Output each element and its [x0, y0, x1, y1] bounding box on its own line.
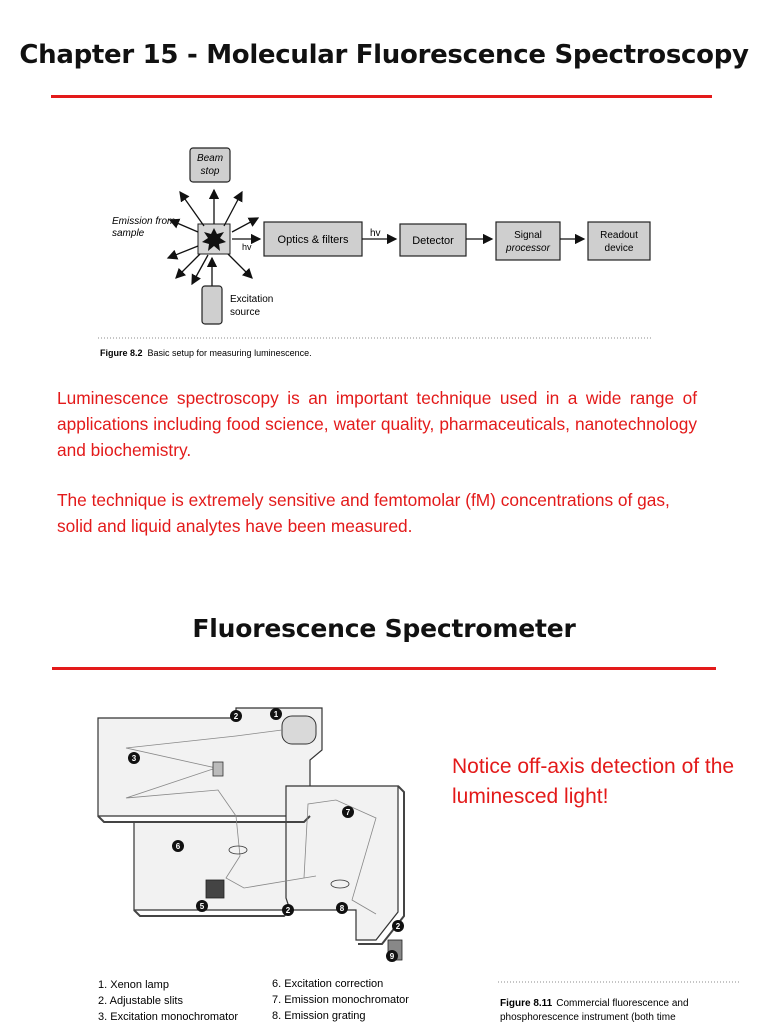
- legend-left-1: 1. Xenon lamp: [98, 979, 169, 991]
- off-axis-note: Notice off-axis detection of the lumines…: [452, 755, 735, 808]
- spectrometer-diagram: 1 2 3 6 5 2 7 8 2 9 1. Xenon lamp 2. Adj…: [97, 707, 740, 1023]
- legend-left-2: 2. Adjustable slits: [98, 995, 183, 1007]
- callout-5: [196, 900, 208, 912]
- signal-label-2: processor: [505, 243, 551, 254]
- signal-label-1: Signal: [514, 230, 542, 241]
- figure-caption-label: Figure 8.2: [100, 348, 143, 358]
- mirror: [212, 761, 224, 777]
- hv-label: hv: [370, 228, 381, 239]
- figure-caption-2-label: Figure 8.11: [500, 998, 553, 1009]
- readout-device-box: [587, 221, 651, 261]
- beam-stop-box: [189, 147, 231, 183]
- callout-2-top: [230, 710, 242, 722]
- sensitivity-paragraph: The technique is extremely sensitive and…: [57, 490, 670, 536]
- callout-6-label: 6: [176, 842, 181, 851]
- beam-stop-label-1: Beam: [197, 153, 223, 164]
- callout-3-label: 3: [132, 754, 137, 763]
- callout-1: [270, 708, 282, 720]
- title-underline-2: [52, 667, 716, 670]
- callout-9-label: 9: [390, 952, 395, 961]
- callout-3: [128, 752, 140, 764]
- callout-2-mid-label: 2: [286, 906, 291, 915]
- callout-7-label: 7: [346, 808, 351, 817]
- lens: [228, 845, 248, 855]
- emission-label-2: sample: [112, 228, 145, 239]
- callout-5-label: 5: [200, 902, 205, 911]
- luminescence-setup-figure: Beam stop Emission from sample hv Optics…: [92, 128, 686, 378]
- callout-1-label: 1: [274, 710, 279, 719]
- spectrometer-figure: 1 2 3 6 5 2 7 8 2 9 1. Xenon lamp 2. Adj…: [86, 688, 754, 1024]
- callout-2-mid: [282, 904, 294, 916]
- readout-label-2: device: [605, 243, 634, 254]
- sample-cell: [205, 879, 225, 899]
- callout-2-top-label: 2: [234, 712, 239, 721]
- component-legend: 1. Xenon lamp 2. Adjustable slits 3. Exc…: [98, 978, 409, 1023]
- callout-7: [342, 806, 354, 818]
- luminescence-diagram: Beam stop Emission from sample hv Optics…: [98, 147, 652, 358]
- callout-9: [386, 950, 398, 962]
- callout-2-bottom-label: 2: [396, 922, 401, 931]
- instrument-housing: [97, 707, 399, 941]
- emission-lens: [330, 879, 350, 889]
- slide-title: Chapter 15 - Molecular Fluorescence Spec…: [19, 40, 749, 70]
- figure-caption-2-line1: Commercial fluorescence and: [556, 998, 688, 1009]
- emission-housing: [285, 785, 399, 941]
- excitation-source-box: [201, 285, 223, 325]
- emission-label-1: Emission from: [112, 216, 175, 227]
- detector-label: Detector: [412, 235, 454, 247]
- readout-label-1: Readout: [600, 230, 638, 241]
- callout-8-label: 8: [340, 904, 345, 913]
- xenon-lamp: [281, 715, 317, 745]
- callout-2-bottom: [392, 920, 404, 932]
- detector-box: [399, 223, 467, 257]
- hv-small-label: hv: [242, 242, 252, 252]
- excitation-label-1: Excitation: [230, 294, 273, 305]
- legend-right-2: 7. Emission monochromator: [272, 994, 409, 1006]
- slide-title-2: Fluorescence Spectrometer: [192, 614, 576, 643]
- callout-markers: 1 2 3 6 5 2 7 8 2 9: [128, 708, 404, 962]
- figure-caption-text: Basic setup for measuring luminescence.: [148, 348, 312, 358]
- emission-arrows: [166, 188, 260, 286]
- signal-processor-box: [495, 221, 561, 261]
- title-underline: [51, 95, 712, 98]
- optics-filters-label: Optics & filters: [278, 234, 349, 246]
- intro-paragraph: Luminescence spectroscopy is an importan…: [57, 388, 697, 460]
- excitation-label-2: source: [230, 307, 260, 318]
- callout-8: [336, 902, 348, 914]
- legend-right-1: 6. Excitation correction: [272, 978, 383, 990]
- figure-caption-2-line2: phosphorescence instrument (both time: [500, 1012, 676, 1023]
- beam-stop-label-2: stop: [201, 166, 220, 177]
- figure-caption: Figure 8.2 Basic setup for measuring lumi…: [100, 348, 312, 358]
- sample-emission-burst: [202, 228, 226, 251]
- callout-6: [172, 840, 184, 852]
- legend-right-3: 8. Emission grating: [272, 1010, 366, 1022]
- legend-left-3: 3. Excitation monochromator: [98, 1011, 238, 1023]
